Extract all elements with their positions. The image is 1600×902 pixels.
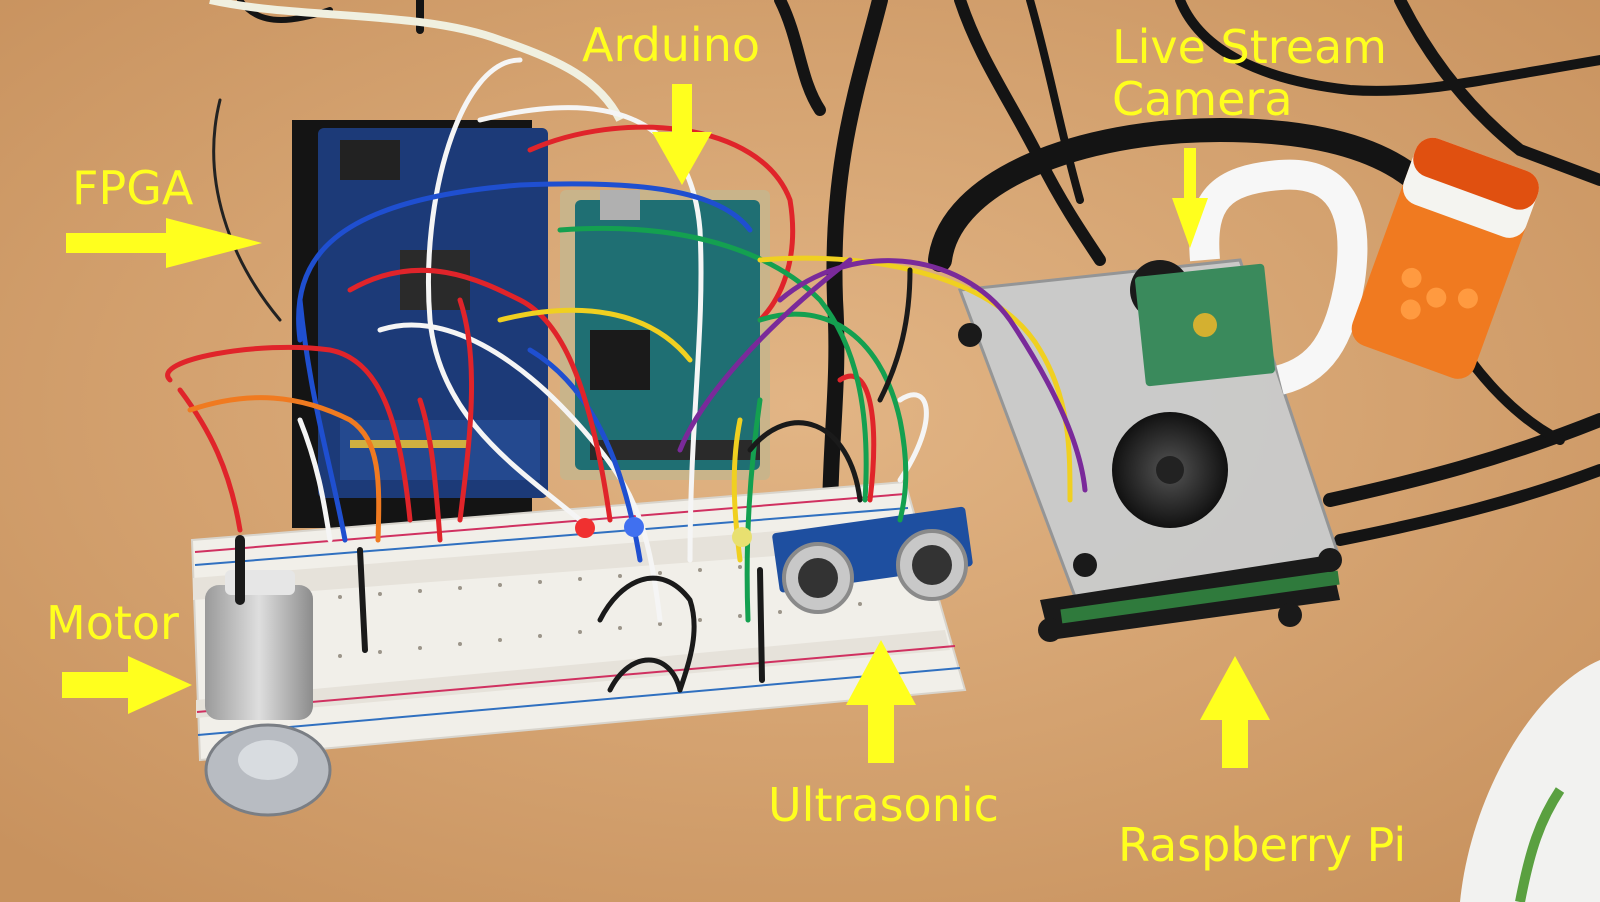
label-fpga: FPGA (72, 161, 194, 215)
fpga-board (318, 128, 548, 498)
label-arduino: Arduino (582, 18, 761, 72)
arduino-board (575, 200, 760, 470)
label-motor: Motor (46, 596, 179, 650)
motor-body (205, 585, 313, 720)
label-camera-line1: Live Stream (1112, 20, 1387, 74)
label-live-stream-camera: Live Stream Camera (1112, 20, 1387, 126)
led-yellow (732, 527, 752, 547)
arrow-down-icon (652, 84, 712, 185)
led-red (575, 518, 595, 538)
arrow-right-icon (62, 656, 192, 714)
label-ultrasonic: Ultrasonic (768, 778, 999, 832)
mug-edge (1460, 660, 1600, 902)
label-raspberry-pi: Raspberry Pi (1118, 818, 1407, 872)
tictac-box (1351, 137, 1539, 379)
led-blue (624, 517, 644, 537)
arrow-up-icon (846, 640, 916, 763)
arrow-right-icon (66, 218, 262, 268)
arrow-down-icon (1172, 148, 1208, 248)
camera-ribbon-cable (1189, 159, 1368, 395)
case-standoffs (958, 323, 1342, 642)
label-camera-line2: Camera (1112, 71, 1293, 126)
arrow-up-icon (1200, 656, 1270, 768)
jumper-wires (165, 57, 1088, 693)
